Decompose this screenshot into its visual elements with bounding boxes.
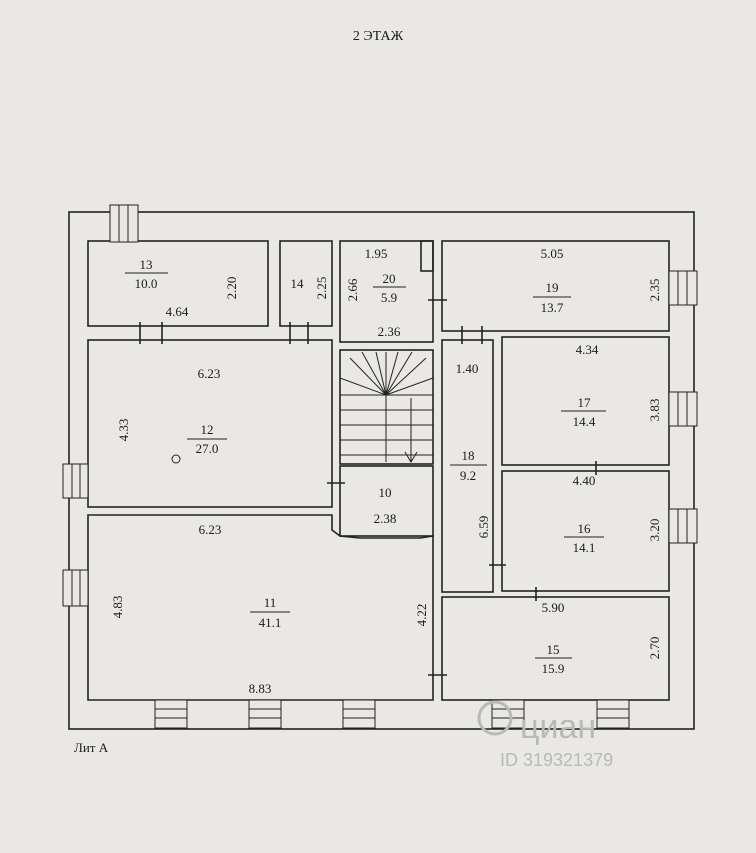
room-18-outline bbox=[441, 339, 494, 593]
room-10-number: 10 bbox=[379, 485, 392, 500]
room-13-outline bbox=[87, 240, 269, 327]
room-20-top-dim: 1.95 bbox=[365, 246, 388, 261]
room-11-top-dim: 6.23 bbox=[199, 522, 222, 537]
room-15-outline bbox=[441, 596, 670, 701]
window-bottom-2 bbox=[248, 699, 282, 729]
room-18-area: 9.2 bbox=[460, 468, 476, 483]
window-bottom-3 bbox=[342, 699, 376, 729]
room-12-width: 6.23 bbox=[198, 366, 221, 381]
watermark: циан ID 319321379 bbox=[477, 700, 613, 770]
watermark-brand: циан bbox=[520, 708, 596, 746]
room-17-area: 14.4 bbox=[573, 414, 596, 429]
shaft-outline bbox=[420, 240, 434, 272]
room-17-height: 3.83 bbox=[647, 399, 662, 422]
room-16-width: 4.40 bbox=[573, 473, 596, 488]
room-12-height: 4.33 bbox=[116, 419, 131, 442]
room-15-number: 15 bbox=[547, 642, 560, 657]
staircase-outline bbox=[339, 349, 434, 465]
room-10-outline bbox=[339, 465, 434, 537]
room-16-number: 16 bbox=[578, 521, 592, 536]
room-14-number: 14 bbox=[291, 276, 305, 291]
window-right-1 bbox=[668, 270, 698, 306]
room-15-height: 2.70 bbox=[647, 637, 662, 660]
room-12-number: 12 bbox=[201, 422, 214, 437]
room-20-outline bbox=[339, 240, 434, 343]
room-17-number: 17 bbox=[578, 395, 592, 410]
window-bottom-5 bbox=[596, 699, 630, 729]
room-14-outline bbox=[279, 240, 333, 327]
windows bbox=[62, 204, 698, 729]
room-18-number: 18 bbox=[462, 448, 475, 463]
window-bottom-4 bbox=[491, 699, 525, 729]
room-16-height: 3.20 bbox=[647, 519, 662, 542]
room-20-height: 2.66 bbox=[345, 278, 360, 301]
room-18-width: 1.40 bbox=[456, 361, 479, 376]
room-17-width: 4.34 bbox=[576, 342, 599, 357]
room-16-area: 14.1 bbox=[573, 540, 596, 555]
room-11-number: 11 bbox=[264, 595, 277, 610]
room-20-number: 20 bbox=[383, 271, 396, 286]
room-19-height: 2.35 bbox=[647, 279, 662, 302]
column-marker bbox=[171, 454, 181, 464]
cian-logo-icon bbox=[477, 700, 513, 736]
room-15-area: 15.9 bbox=[542, 661, 565, 676]
window-left-2 bbox=[62, 569, 89, 607]
room-20-bottom-dim: 2.36 bbox=[378, 324, 401, 339]
window-bottom-1 bbox=[154, 699, 188, 729]
room-12-outline bbox=[87, 339, 333, 508]
room-11-bottom-dim: 8.83 bbox=[249, 681, 272, 696]
room-12-area: 27.0 bbox=[196, 441, 219, 456]
room-11-right-dim: 4.22 bbox=[414, 604, 429, 627]
room-19-area: 13.7 bbox=[541, 300, 564, 315]
staircase bbox=[339, 351, 434, 463]
building-label: Лит А bbox=[74, 740, 109, 755]
watermark-id: ID 319321379 bbox=[500, 750, 613, 770]
window-left-1 bbox=[62, 463, 89, 499]
room-18-height: 6.59 bbox=[476, 516, 491, 539]
door-marks bbox=[139, 299, 597, 676]
room-11-outline bbox=[87, 514, 434, 701]
room-13-width: 4.64 bbox=[166, 304, 189, 319]
room-10-width: 2.38 bbox=[374, 511, 397, 526]
room-13-height: 2.20 bbox=[224, 277, 239, 300]
floor-title: 2 ЭТАЖ bbox=[353, 29, 404, 44]
room-14-height: 2.25 bbox=[314, 277, 329, 300]
room-11-area: 41.1 bbox=[259, 615, 282, 630]
room-13-area: 10.0 bbox=[135, 276, 158, 291]
fraction-bars bbox=[125, 272, 606, 659]
room-19-number: 19 bbox=[546, 280, 559, 295]
room-19-width: 5.05 bbox=[541, 246, 564, 261]
window-right-3 bbox=[668, 508, 698, 544]
window-right-2 bbox=[668, 391, 698, 427]
room-11-left-dim: 4.83 bbox=[110, 596, 125, 619]
room-20-area: 5.9 bbox=[381, 290, 397, 305]
window-top bbox=[109, 204, 139, 243]
room-13-number: 13 bbox=[140, 257, 153, 272]
room-15-width: 5.90 bbox=[542, 600, 565, 615]
